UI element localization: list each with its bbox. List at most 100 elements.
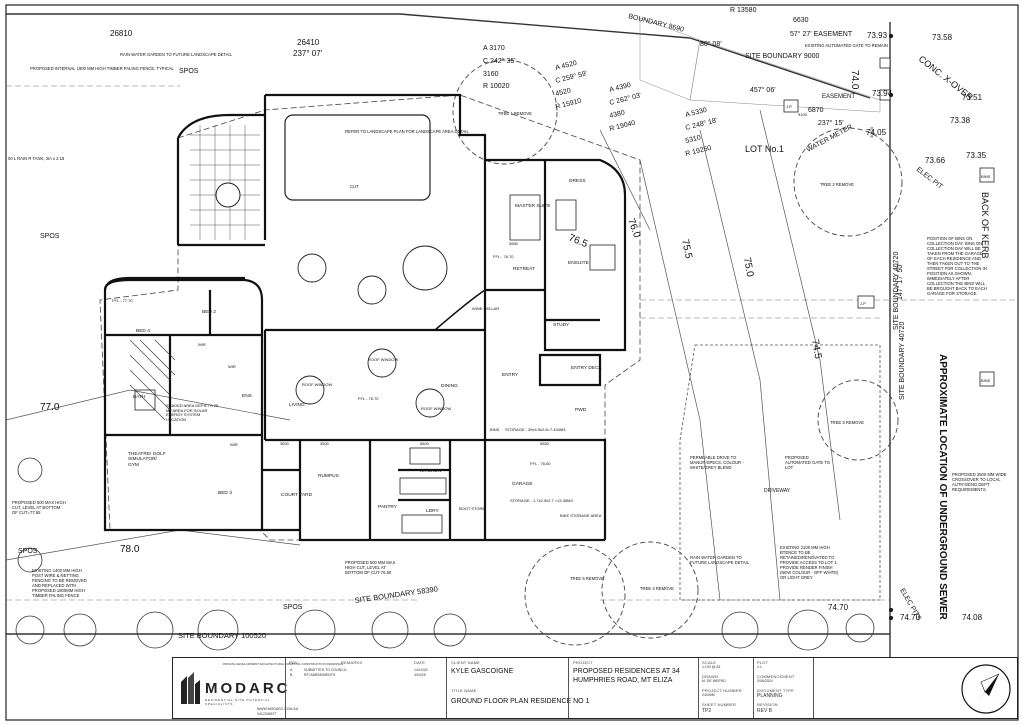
level-label: 73.94 <box>872 89 893 98</box>
spos-label: SPOS <box>40 233 60 240</box>
room-label: KITCHEN <box>420 468 442 474</box>
arc-label: 3160 <box>483 71 499 78</box>
easement-6870: 6870 <box>808 107 824 114</box>
rev-row-rev: B <box>290 673 293 677</box>
room-label: ENTRY <box>502 372 519 378</box>
bins-note: POSITION OF BINS ON COLLECTION DAY. BINS… <box>927 236 987 296</box>
firm-web: WWW.MODARC.COM.AU <box>257 707 299 711</box>
road-labels: CONC. X-OVER BACK OF KERB ELEC PIT ELEC … <box>893 54 990 623</box>
wine-cellar-wall <box>432 288 486 331</box>
revision-table: REV REMARKS DATE A SUBMITTED TO COUNCIL … <box>285 658 430 718</box>
bins-label: BINS <box>981 378 991 383</box>
project-line-2: HUMPHRIES ROAD, MT ELIZA <box>573 677 673 684</box>
ffl-label: FFL - 76.60 <box>530 461 551 466</box>
lot-label: LOT No.1 <box>745 144 784 154</box>
rev-row-remark: SUBMITTED TO COUNCIL <box>304 668 347 672</box>
room-label: PANTRY <box>378 504 398 510</box>
room-label: RETREAT <box>513 266 535 272</box>
arc-label: R 19040 <box>609 120 636 133</box>
room-label: ROOF WINDOW <box>368 357 398 362</box>
easement-bearing-2: 237° 15' <box>818 119 844 127</box>
firm-logo: MODARC RESIDENTIAL SITE POTENTIAL SPECIA… <box>179 672 288 712</box>
sheet-number-value: TP2 <box>702 708 712 714</box>
room-label: STORAGE - 39x4.5x2.8=7.434M3 <box>505 427 566 432</box>
room-label: WIR <box>230 442 238 447</box>
scale-value: 1:100 @ A3 <box>702 665 721 669</box>
tree-1-label: TREE 1 REMOVE <box>498 111 532 116</box>
revision-value: REV B <box>757 708 773 714</box>
arc-label: A 3170 <box>483 45 505 52</box>
boundary-bottom-labels: SITE BOUNDARY 58390 SITE BOUNDARY 100520… <box>178 104 991 640</box>
title-block: MODARC RESIDENTIAL SITE POTENTIAL SPECIA… <box>172 657 1018 719</box>
project-line-1: PROPOSED RESIDENCES AT 34 <box>573 668 680 675</box>
arc-label: 4380 <box>609 109 626 120</box>
sheet-number-label: SHEET NUMBER <box>702 702 737 707</box>
bedroom-wing-top <box>103 276 245 291</box>
rev-row-rev: A <box>290 668 293 672</box>
angle-label: 80° 08' <box>700 40 722 48</box>
house-walls <box>103 93 627 542</box>
site-boundary <box>6 13 891 660</box>
crossover-note: PROPOSED 3500 MM WIDE CROSSOVER TO LOCAL… <box>952 472 1006 492</box>
document-type-label: DOCUMENT TYPE <box>757 688 795 693</box>
bearing-9000: 457° 06' <box>750 86 776 94</box>
level-label: 73.93 <box>867 31 888 40</box>
scale-label: SCALE <box>702 660 717 665</box>
dim-label: 26810 <box>110 29 133 38</box>
room-label: ROOF WINDOW <box>421 406 451 411</box>
arc-label: 5310 <box>685 134 702 145</box>
room-label: WINE CELLAR <box>472 306 499 311</box>
ffl-label: FFL - 76.70 <box>358 396 379 401</box>
contour-label: 76.0 <box>625 217 642 239</box>
jp-label: J.P. <box>786 104 792 109</box>
rev-row-date: 14/10/24 <box>414 668 428 672</box>
boundary-bearing: 237° 07' <box>293 49 323 58</box>
ffl-label: FFL - 77.70 <box>112 298 133 303</box>
arc-label: C 242° 35' <box>483 57 516 65</box>
trees <box>452 59 903 646</box>
existing-gate-note: EXISTING AUTOMATED GATE TO REMAIN <box>805 43 888 48</box>
contour-label: 78.0 <box>120 544 140 555</box>
room-label: BED 2 <box>202 309 216 315</box>
rain-garden-bottom-note: RAIN WATER GARDEN TO FUTURE LANDSCAPE DE… <box>690 555 749 565</box>
drawing-title: GROUND FLOOR PLAN RESIDENCE NO 1 <box>451 698 590 705</box>
level-label: 73.35 <box>966 151 987 160</box>
arc-label: A 4390 <box>609 82 632 94</box>
level-labels: 73.93 73.58 74.0 73.94 73.51 74.05 73.38… <box>40 31 987 622</box>
easement-6630: 6630 <box>793 17 809 24</box>
site-boundary-right: SITE BOUNDARY 40720 <box>893 252 900 330</box>
arc-label: R 10020 <box>483 83 510 90</box>
dim-label: 6550 <box>540 441 550 446</box>
room-label: BATH <box>133 394 146 400</box>
tree-4-label: TREE 4 REMOVE <box>640 586 674 591</box>
plot-value: 1:1 <box>757 665 762 669</box>
round-tables <box>295 245 448 418</box>
water-meter-label: WATER METER <box>806 124 854 154</box>
contour-label: 76.5 <box>567 233 590 251</box>
spos-label: SPOS <box>179 68 199 75</box>
room-label: DINING <box>441 383 458 389</box>
project-cell: PROJECT PROPOSED RESIDENCES AT 34 HUMPHR… <box>568 658 683 718</box>
site-text: SPOS SPOS SPOS SPOS 26410 237° 07' 26810 <box>18 29 323 611</box>
cut-label: CUT <box>350 184 359 189</box>
note-landscape: REFER TO LANDSCAPE PLAN FOR LANDSCAPE AR… <box>345 129 469 134</box>
dimension-labels: 3650 3600 3500 6550 5600 30120 9100 <box>280 112 874 446</box>
ffl-label: FFL - 76.70 <box>493 254 514 259</box>
firm-phone: 0412345677 <box>257 712 277 716</box>
site-boundary-100520: SITE BOUNDARY 100520 <box>178 631 266 640</box>
level-label: 74.70 <box>900 613 921 622</box>
drive-note: PERMEABLE DRIVE TO MANUF./SPECS. COLOUR … <box>690 455 744 470</box>
commencement-value: 3/06/2024 <box>757 679 773 683</box>
client-label: CLIENT NAME <box>451 660 481 665</box>
document-type-value: PLANNING <box>757 693 783 699</box>
level-label: 74.08 <box>962 613 983 622</box>
north-cell <box>813 658 1019 718</box>
embankment-hatch <box>639 17 881 113</box>
contour-label: 77.0 <box>40 402 60 413</box>
rev-row-date: 4/04/25 <box>414 673 426 677</box>
outdoor-table <box>215 182 241 208</box>
project-label: PROJECT <box>573 660 594 665</box>
level-markers <box>889 34 893 620</box>
room-label: GARAGE <box>512 481 533 487</box>
arc-label: C 248° 18' <box>685 116 719 132</box>
